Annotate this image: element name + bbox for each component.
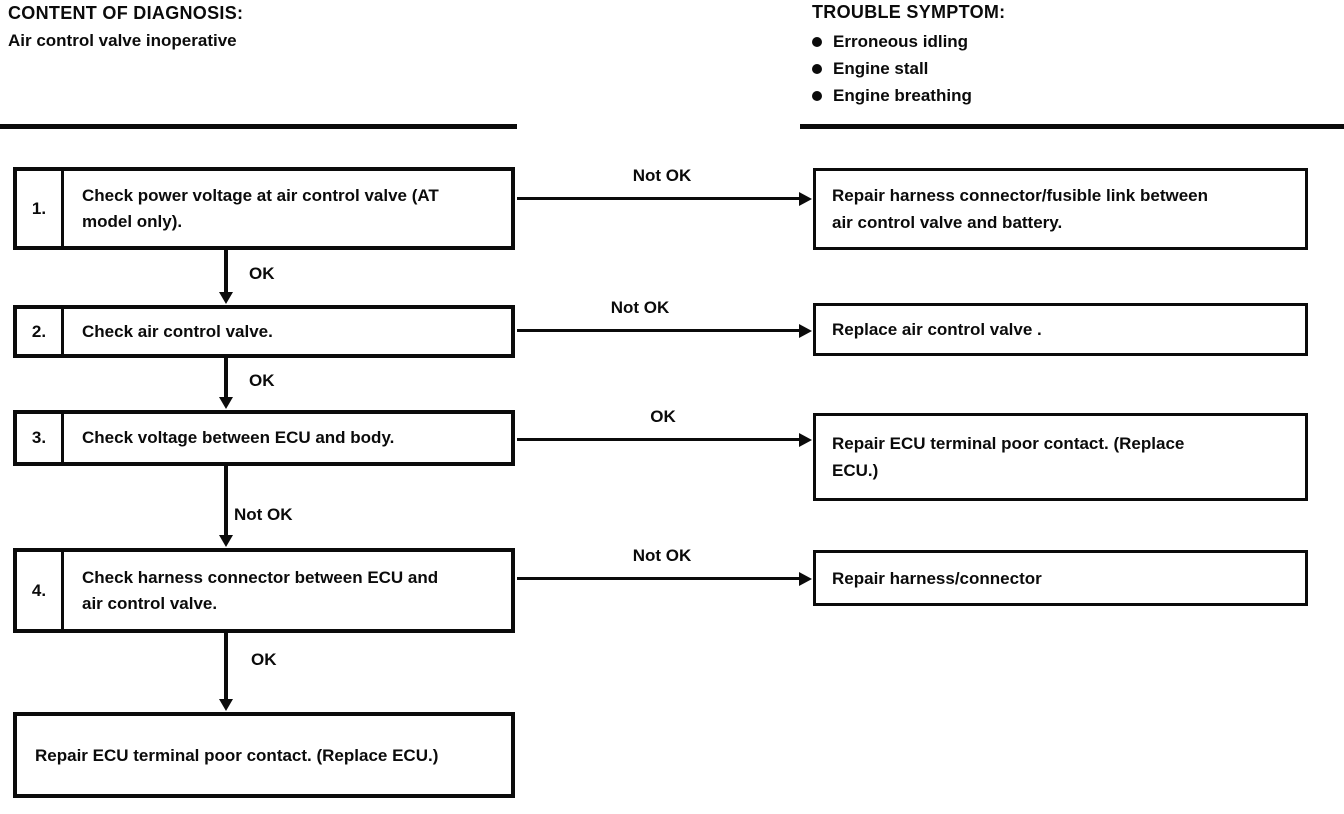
arrow-right-icon (799, 323, 812, 338)
step-1-down-label: OK (249, 264, 275, 283)
arrow-down-icon (219, 292, 233, 304)
step-1-box: 1. Check power voltage at air control va… (13, 167, 515, 250)
content-of-diagnosis-header: CONTENT OF DIAGNOSIS: Air control valve … (8, 3, 243, 51)
bullet-icon (812, 36, 822, 47)
trouble-symptom-list: Erroneous idling Engine stall Engine bre… (812, 28, 1005, 109)
symptom-item: Engine breathing (812, 82, 1005, 109)
step-3-branch-label: OK (650, 407, 676, 426)
arrow-down-icon (219, 699, 233, 711)
step-3-box: 3. Check voltage between ECU and body. (13, 410, 515, 466)
step-3-number: 3. (17, 414, 64, 462)
content-of-diagnosis-value: Air control valve inoperative (8, 31, 237, 50)
step-4-down-label: OK (251, 650, 277, 669)
step-3-down-line (224, 466, 228, 536)
step-2-down-label: OK (249, 371, 275, 390)
symptom-label: Engine breathing (833, 85, 972, 105)
arrow-right-icon (799, 432, 812, 447)
step-2-box: 2. Check air control valve. (13, 305, 515, 358)
result-2-box: Replace air control valve . (813, 303, 1308, 356)
step-2-branch-line (517, 329, 800, 332)
step-4-box: 4. Check harness connector between ECU a… (13, 548, 515, 633)
content-of-diagnosis-title: CONTENT OF DIAGNOSIS: (8, 3, 244, 23)
bullet-icon (812, 90, 822, 101)
step-3-down-label: Not OK (234, 505, 293, 524)
step-4-down-line (224, 633, 228, 700)
step-1-branch-label: Not OK (632, 166, 692, 185)
step-3-branch-line (517, 438, 800, 441)
step-1-down-line (224, 250, 228, 293)
symptom-item: Erroneous idling (812, 28, 1005, 55)
trouble-symptom-title: TROUBLE SYMPTOM: (812, 2, 1006, 22)
symptom-label: Engine stall (833, 58, 929, 78)
step-3-text: Check voltage between ECU and body. (82, 428, 395, 447)
step-4-number: 4. (17, 552, 64, 629)
arrow-right-icon (799, 191, 812, 206)
trouble-symptom-header: TROUBLE SYMPTOM: Erroneous idling Engine… (812, 2, 1005, 109)
step-4-text: Check harness connector between ECU and … (82, 567, 439, 613)
arrow-down-icon (219, 397, 233, 409)
symptom-label: Erroneous idling (833, 31, 969, 51)
result-3-box: Repair ECU terminal poor contact. (Repla… (813, 413, 1308, 501)
step-2-number: 2. (17, 309, 64, 354)
final-action-box: Repair ECU terminal poor contact. (Repla… (13, 712, 515, 798)
step-2-text: Check air control valve. (82, 321, 273, 341)
result-1-box: Repair harness connector/fusible link be… (813, 168, 1308, 250)
header-divider-right (800, 124, 1344, 129)
result-4-box: Repair harness/connector (813, 550, 1308, 606)
header-divider-left (0, 124, 517, 129)
step-1-number: 1. (17, 171, 64, 246)
step-4-branch-label: Not OK (632, 546, 692, 565)
bullet-icon (812, 63, 822, 74)
arrow-right-icon (799, 571, 812, 586)
step-2-down-line (224, 358, 228, 398)
arrow-down-icon (219, 535, 233, 547)
symptom-item: Engine stall (812, 55, 1005, 82)
step-4-branch-line (517, 577, 800, 580)
step-1-text: Check power voltage at air control valve… (82, 185, 439, 231)
step-1-branch-line (517, 197, 800, 200)
step-2-branch-label: Not OK (610, 298, 670, 317)
